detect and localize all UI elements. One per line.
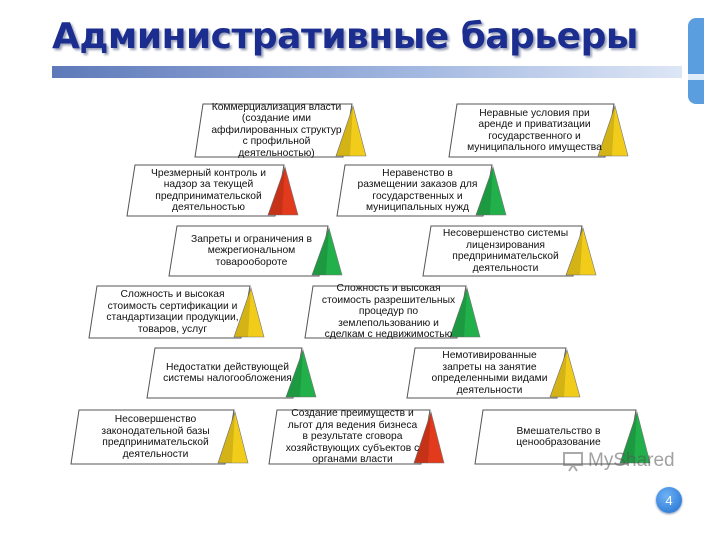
barrier-pyramid-icon (597, 104, 629, 157)
barrier-pyramid-icon (335, 104, 367, 157)
title-underline (52, 66, 682, 78)
barrier-card-shape (406, 347, 581, 399)
barrier-pyramid-icon (565, 227, 597, 276)
barrier-text: Чрезмерный контроль и надзор за текущей … (150, 167, 266, 214)
barrier-card-shape (168, 225, 343, 277)
pyramid-shade (598, 106, 615, 156)
barrier-card (422, 225, 583, 277)
page-number-badge: 4 (656, 487, 682, 513)
barrier-card-shape (422, 225, 597, 277)
barrier-text: Неравенство в размещении заказов для гос… (357, 167, 478, 214)
barrier-text: Коммерциализация власти (создание ими аф… (211, 101, 342, 159)
barrier-text: Неравные условия при аренде и приватизац… (467, 107, 602, 154)
pyramid-shade (414, 412, 431, 463)
pyramid-shade (218, 412, 235, 463)
barrier-card (194, 103, 353, 158)
barrier-card (88, 285, 251, 339)
barrier-box-certification: Сложность и высокая стоимость сертификац… (88, 285, 265, 339)
barrier-text: Сложность и высокая стоимость сертификац… (106, 289, 239, 335)
barrier-pyramid-icon (285, 349, 317, 398)
barrier-card (448, 103, 615, 158)
barrier-card (70, 409, 235, 465)
barrier-pyramid-icon (449, 286, 481, 338)
barrier-box-taxation: Недостатки действующей системы налогообл… (146, 347, 317, 399)
barrier-card-shape (474, 409, 651, 465)
barrier-box-pricing-interference: Вмешательство в ценообразование (474, 409, 651, 465)
barrier-text: Создание преимуществ и льгот для ведения… (285, 408, 420, 466)
barrier-card-shape (88, 285, 265, 339)
pyramid-shade (336, 106, 353, 156)
barrier-text: Немотивированные запреты на занятие опре… (431, 350, 548, 396)
pyramid-shade (620, 412, 637, 463)
barrier-pyramid-icon (267, 165, 299, 216)
barrier-card-shape (268, 409, 445, 465)
barrier-card (168, 225, 329, 277)
barrier-card-shape (448, 103, 629, 158)
slide-title: Административные барьеры (52, 16, 638, 57)
presentation-icon (563, 452, 583, 472)
barrier-text: Несовершенство законодательной базы пред… (101, 414, 210, 460)
watermark-text: MyShared (588, 450, 675, 471)
barrier-pyramid-icon (549, 349, 581, 398)
barrier-card (304, 285, 467, 339)
barrier-text: Вмешательство в ценообразование (516, 425, 601, 449)
barrier-text: Недостатки действующей системы налогообл… (163, 361, 292, 385)
barrier-card (406, 347, 567, 399)
barrier-box-excessive-control: Чрезмерный контроль и надзор за текущей … (126, 164, 299, 217)
barrier-text: Запреты и ограничения в межрегиональном … (190, 233, 313, 268)
watermark-logo: MyShared (562, 448, 675, 474)
barrier-box-licensing: Несовершенство системы лицензирования пр… (422, 225, 597, 277)
barrier-pyramid-icon (233, 286, 265, 338)
barrier-card (336, 164, 493, 217)
barrier-pyramid-icon (619, 410, 651, 464)
barrier-card-shape (304, 285, 481, 339)
pyramid-shade (268, 167, 285, 215)
barrier-box-collusion-privileges: Создание преимуществ и льгот для ведения… (268, 408, 445, 466)
barrier-box-interregional-restrictions: Запреты и ограничения в межрегиональном … (168, 225, 343, 277)
barrier-card-shape (70, 409, 249, 465)
barrier-card (126, 164, 285, 217)
barrier-pyramid-icon (217, 410, 249, 464)
barrier-text: Сложность и высокая стоимость разрешител… (321, 283, 456, 341)
barrier-pyramid-icon (413, 410, 445, 464)
pyramid-shade (450, 288, 467, 337)
pyramid-shade (476, 167, 493, 215)
pyramid-shade (234, 288, 251, 337)
pyramid-shade (550, 350, 567, 397)
barrier-box-activity-bans: Немотивированные запреты на занятие опре… (406, 347, 581, 399)
barrier-box-legislation: Несовершенство законодательной базы пред… (70, 409, 249, 465)
barrier-card (474, 409, 637, 465)
decorative-side-tab (688, 18, 704, 104)
barrier-text: Несовершенство системы лицензирования пр… (442, 228, 569, 274)
barrier-box-land-use-permits: Сложность и высокая стоимость разрешител… (304, 283, 481, 341)
barrier-pyramid-icon (475, 165, 507, 216)
barrier-box-procurement-inequality: Неравенство в размещении заказов для гос… (336, 164, 507, 217)
barrier-card-shape (336, 164, 507, 217)
barrier-card-shape (126, 164, 299, 217)
title-block: Административные барьеры (52, 14, 682, 84)
barrier-card-shape (146, 347, 317, 399)
pyramid-shade (286, 350, 303, 397)
barrier-card (268, 409, 431, 465)
barrier-box-commercialization: Коммерциализация власти (создание ими аф… (194, 101, 367, 159)
barrier-card-shape (194, 103, 367, 158)
barrier-card (146, 347, 303, 399)
barrier-pyramid-icon (311, 227, 343, 276)
barrier-box-unequal-lease: Неравные условия при аренде и приватизац… (448, 103, 629, 158)
pyramid-shade (566, 228, 583, 275)
pyramid-shade (312, 228, 329, 275)
